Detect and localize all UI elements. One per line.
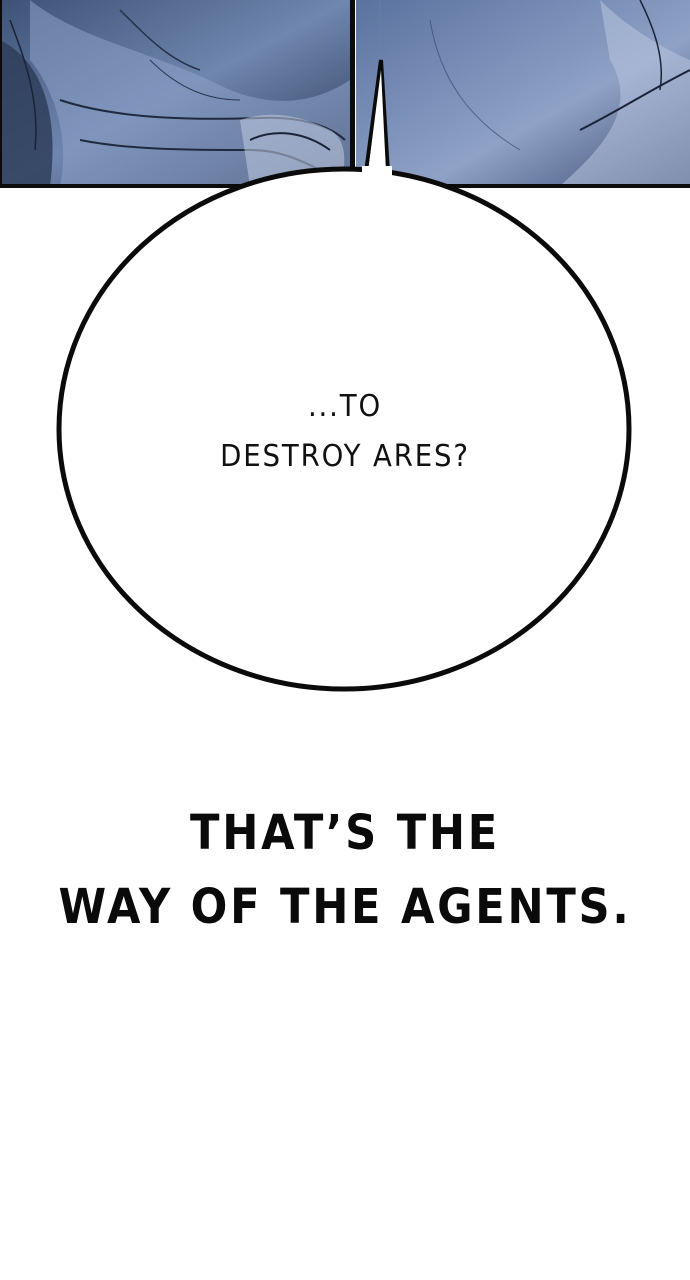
speech-line-1: ...TO bbox=[307, 389, 383, 424]
speech-line-2: DESTROY ARES? bbox=[220, 439, 470, 474]
narration-line-1: THAT’S THE bbox=[190, 805, 500, 861]
right-panel-art bbox=[356, 0, 690, 186]
narration-line-2: WAY OF THE AGENTS. bbox=[58, 879, 632, 935]
narration-caption: THAT’S THE WAY OF THE AGENTS. bbox=[35, 796, 656, 944]
speech-bubble: ...TO DESTROY ARES? bbox=[56, 59, 632, 692]
speech-bubble-text: ...TO DESTROY ARES? bbox=[156, 382, 533, 482]
